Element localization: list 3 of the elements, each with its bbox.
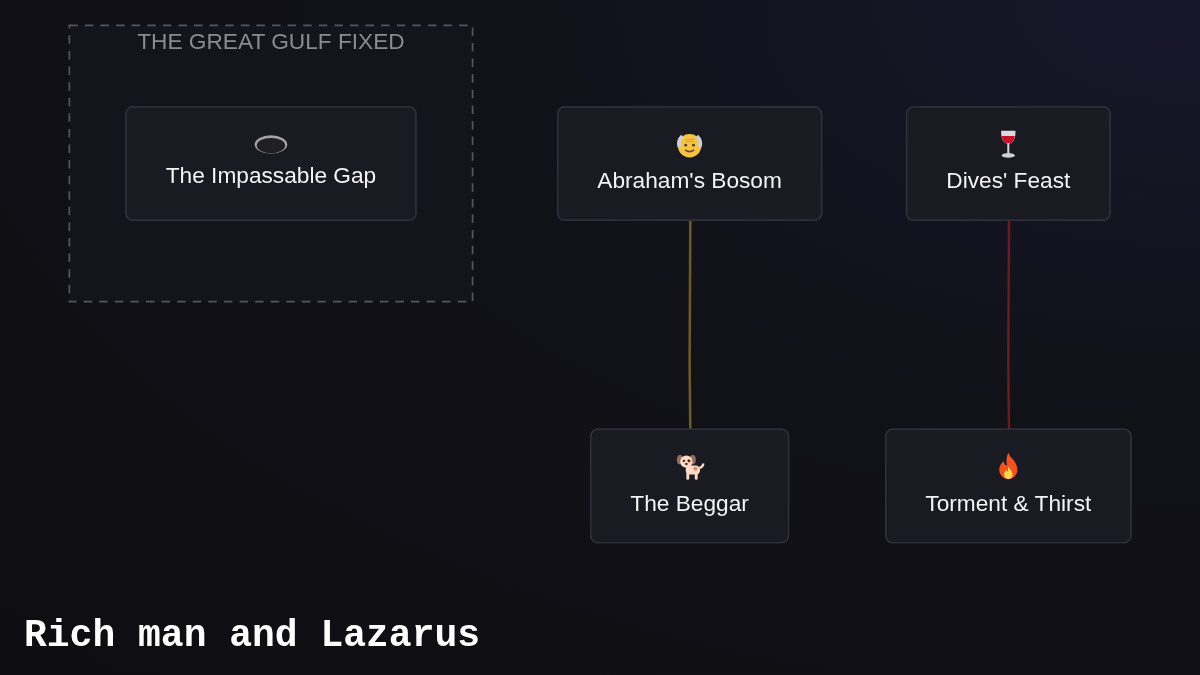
- connector: [1006, 220, 1011, 430]
- connector: [688, 220, 692, 430]
- diagram-title: Rich man and Lazarus: [24, 614, 481, 657]
